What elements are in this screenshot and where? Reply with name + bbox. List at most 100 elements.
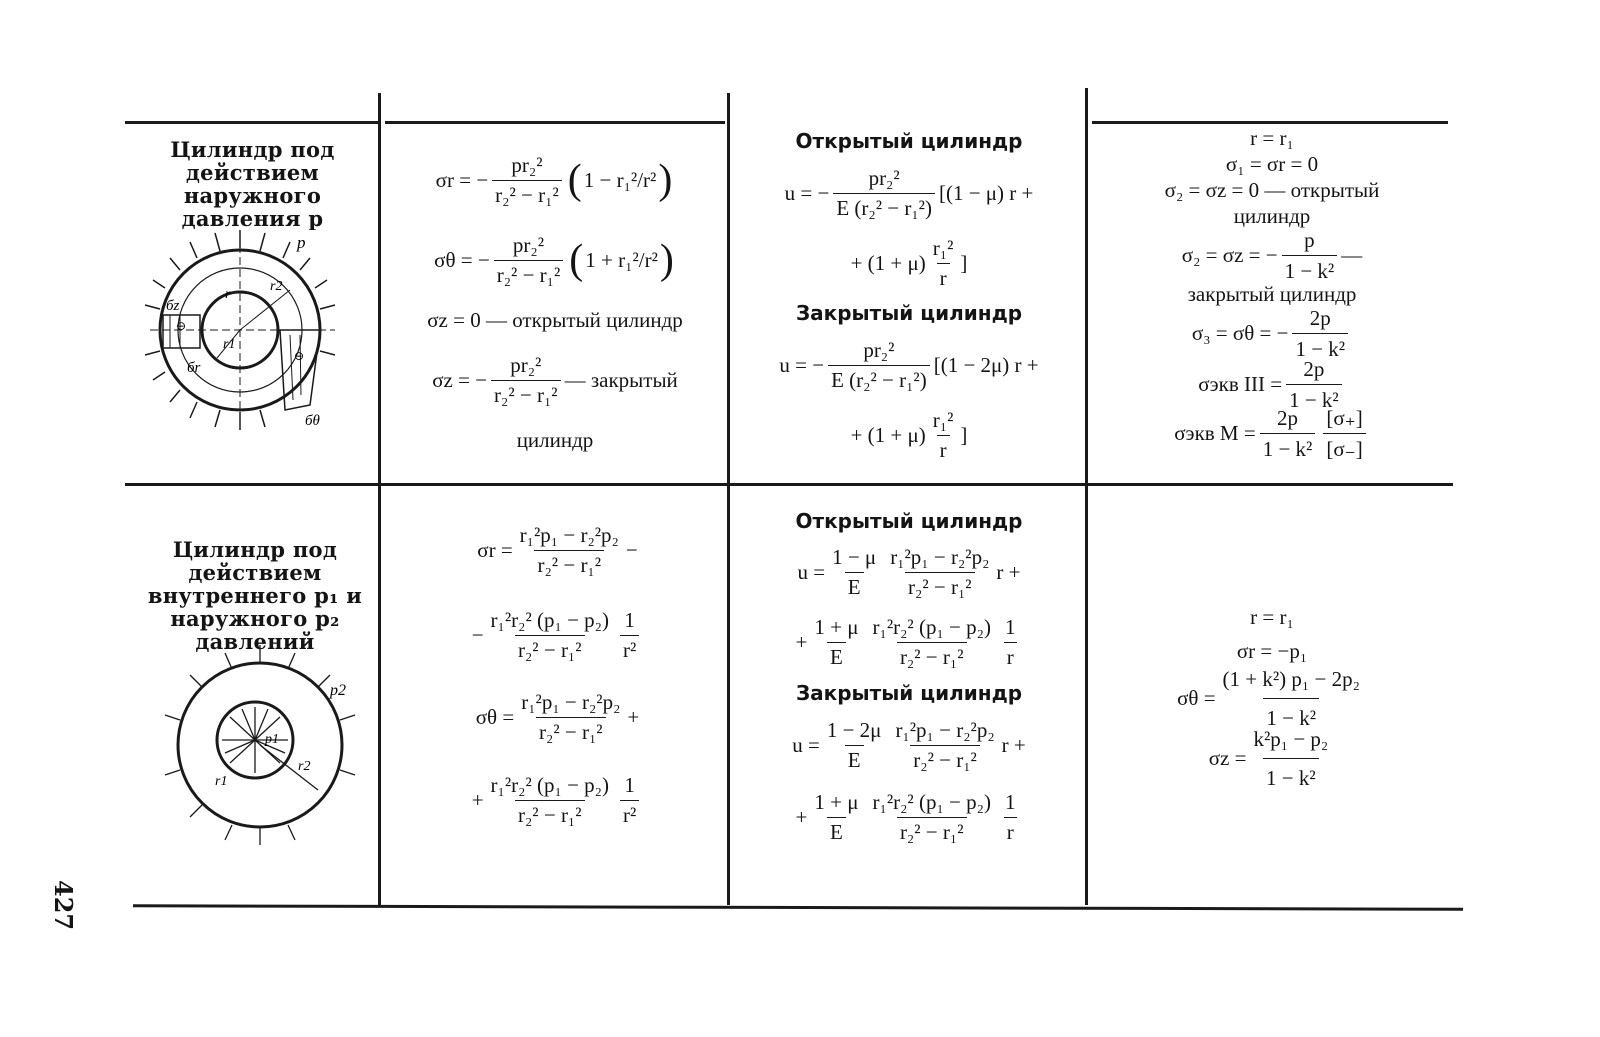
d1-l7-den: 1 − k² [1292,332,1349,362]
u-closed-lhs: u = − [779,352,825,377]
r2-uo2-num: r₁²r₂² (p₁ − p₂) [872,614,991,639]
row1-displacement-cell: Открытый цилиндр u = − pr₂² E (r₂² − r₁²)… [733,125,1085,480]
d2-l4-lhs: σz = [1208,746,1247,770]
col-divider-2 [727,93,730,905]
r2-st2-fnum: 1 [624,772,635,797]
row2-figure: p2 p1 r1 r2 [164,645,356,845]
d1-l3: σ₂ = σz = 0 — открытый [1164,178,1380,202]
r2-uo2-cden: E [827,641,846,670]
d1-l9-lhs: σэкв M = [1174,421,1256,445]
col-divider-3 [1085,88,1088,905]
p-label: p [296,233,306,252]
top-rule-col1 [125,121,380,124]
szc-tail2: цилиндр [516,427,594,452]
r2-uo-lhs: u = [797,559,826,584]
r2-uo-cden: E [844,571,864,600]
r2-uo2-den: r₂² − r₁² [896,641,967,670]
r2-sr2-den: r₂² − r₁² [514,634,585,663]
szc-num: pr₂² [510,352,542,377]
r2-uo-tail: r + [996,559,1021,584]
row1-figure: p бz бr бθ r r1 r2 ⊖ ⊖ [144,230,336,430]
d1-l4: цилиндр [1233,204,1311,228]
sigma-z-label: бz [166,298,180,314]
r2-uo-den: r₂² − r₁² [905,571,975,600]
d1-l9-num2: [σ₊] [1326,405,1363,430]
page-number: 427 [49,880,78,931]
row2-label: Цилиндр под действием внутреннего p₁ и н… [135,538,375,653]
sr-den: r₂² − r₁² [492,179,562,208]
sigma-theta-label: бθ [305,413,321,429]
d1-l8-lhs: σэкв III = [1198,372,1283,396]
u-closed-t2-den: r [936,434,950,463]
col-divider-1 [378,93,381,905]
sr-lhs: σr = − [435,167,489,192]
u-open-t2-num: r₁² [932,235,954,260]
szc-lhs: σz = − [432,367,488,392]
row1-danger-cell: r = r₁ σ₁ = σr = 0 σ₂ = σz = 0 — открыты… [1092,125,1452,482]
r2-sr2-num: r₁²r₂² (p₁ − p₂) [490,607,609,632]
d2-l4-num: k²p₁ − p₂ [1253,726,1329,751]
d1-l8-num: 2p [1303,356,1325,381]
d2-l4-den: 1 − k² [1263,757,1319,795]
r2-uc2-fnum: 1 [1004,789,1016,814]
r2-st-lhs: σθ = [475,705,515,729]
szc-tail: — закрытый [564,367,678,392]
r2-uo2-fden: r [1003,641,1017,670]
r2-uc-num: r₁²p₁ − r₂²p₂ [895,717,995,742]
r2-uc2-num: r₁²r₂² (p₁ − p₂) [872,789,991,814]
sz-open: σz = 0 — открытый цилиндр [427,307,683,332]
u-open-t1: [(1 − μ) r + [938,180,1034,205]
r2-st2-lead: + [471,787,484,812]
d2-l2: σr = −p₁ [1236,639,1308,663]
minus-sign-right: ⊖ [294,349,304,363]
r2-uc-tail: r + [1001,732,1026,757]
r2-uo-cnum: 1 − μ [832,544,877,569]
bottom-rule [132,904,1464,911]
d1-l8-den: 1 − k² [1286,383,1342,413]
sr-num: pr₂² [511,152,543,177]
d1-l7-lhs: σ₃ = σθ = − [1191,321,1289,345]
r2-label: r2 [270,279,282,294]
d1-l9-den2: [σ₋] [1323,432,1366,462]
u-open-t2-end: ] [960,250,968,275]
d2-l3-lhs: σθ = [1177,686,1216,710]
d1-l5-num: p [1304,227,1315,252]
closed-head: Закрытый цилиндр [795,301,1023,325]
r2-uc-cden: E [844,744,864,773]
d2-l3-num: (1 + k²) p₁ − 2p₂ [1222,666,1360,691]
r2-uc-lhs: u = [792,732,820,757]
r2-uc-cnum: 1 − 2μ [826,717,882,742]
r2-open-head: Открытый цилиндр [795,509,1023,533]
r2-uc2-cden: E [827,816,846,845]
u-open-num: pr₂² [868,165,900,190]
r2-st2-num: r₁²r₂² (p₁ − p₂) [490,772,609,797]
d1-l5-lhs: σ₂ = σz = − [1181,243,1278,267]
top-rule-col4 [1092,121,1448,124]
u-closed-den: E (r₂² − r₁²) [828,364,930,393]
mid-rule [125,483,1453,486]
r2-sr-lhs: σr = [477,537,513,562]
r2-uc2-lead: + [795,804,808,829]
open-head: Открытый цилиндр [795,129,1023,153]
r2-sr-den: r₂² − r₁² [534,549,605,578]
r2-uo2-lead: + [795,629,808,654]
st-den: r₂² − r₁² [493,259,564,288]
row1-label: Цилиндр под действием наружного давления… [130,138,375,230]
row1-label-text: Цилиндр под действием наружного давления… [170,138,335,230]
d1-l9-num: 2p [1277,405,1299,430]
d1-l5-den: 1 − k² [1281,254,1338,284]
r2-st2-fden: r² [620,799,640,828]
sigma-r-label: бr [187,360,201,376]
r2-sr2-lead: − [471,622,484,647]
r2-label-2: r2 [298,759,310,774]
r2-uc2-den: r₂² − r₁² [896,816,967,845]
d1-l1: r = r₁ [1250,126,1294,150]
d1-l5-tail: — [1341,243,1363,267]
r2-uc2-cnum: 1 + μ [814,789,859,814]
r2-sr-num: r₁²p₁ − r₂²p₂ [519,522,619,547]
u-closed-t2-num: r₁² [932,407,954,432]
d1-l9-den: 1 − k² [1259,432,1316,462]
